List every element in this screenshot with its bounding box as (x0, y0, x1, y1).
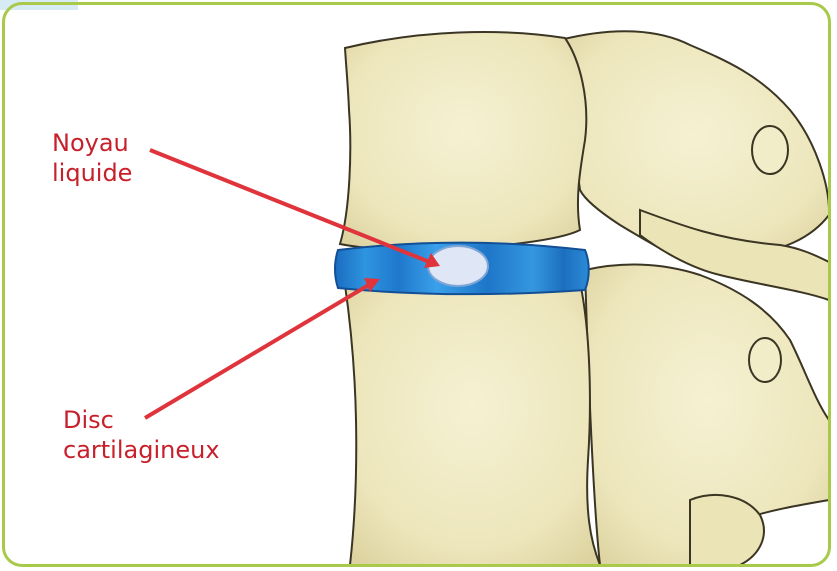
rounded-frame (2, 2, 831, 567)
spine-diagram: Noyau liquide Disc cartilagineux (0, 0, 837, 571)
